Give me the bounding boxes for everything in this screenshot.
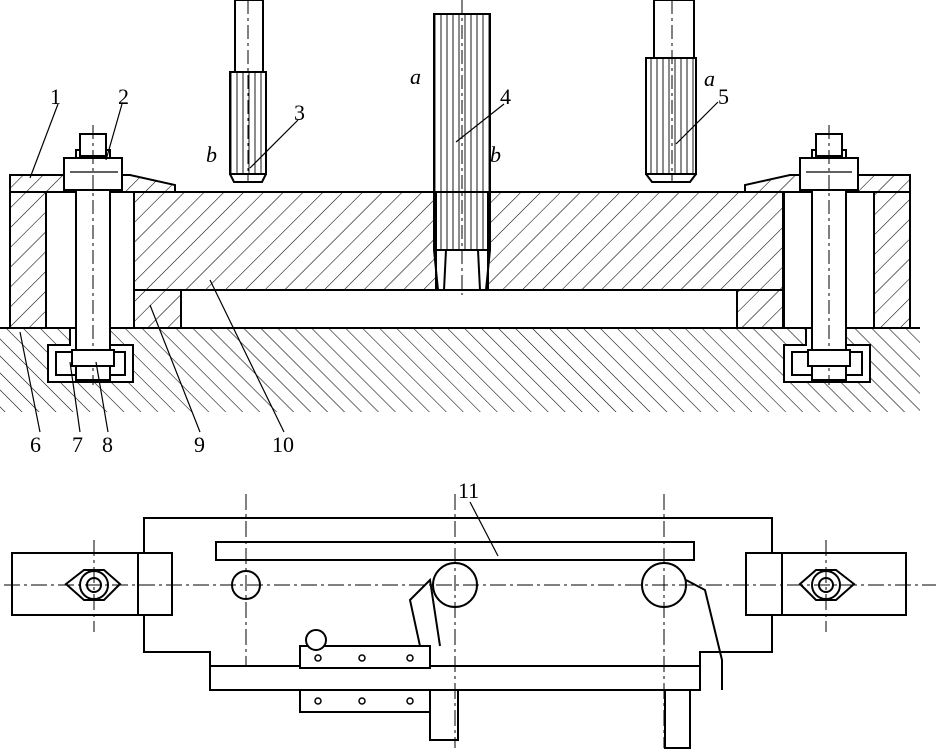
label-11: 11: [458, 478, 479, 503]
label-a-mid: a: [410, 64, 421, 89]
label-8: 8: [102, 432, 113, 457]
plan-view: [4, 494, 936, 749]
support-9: [132, 289, 784, 329]
machine-table-section: [0, 327, 920, 412]
label-4: 4: [500, 84, 511, 109]
guide-pin-3: [229, 0, 267, 183]
leader-lines-top: [19, 101, 719, 433]
side-block-6-left: [9, 191, 135, 329]
label-b-mid: b: [490, 142, 501, 167]
label-3: 3: [294, 100, 305, 125]
label-a-right: a: [704, 66, 715, 91]
label-5: 5: [718, 84, 729, 109]
label-10: 10: [272, 432, 294, 457]
center-pin-4: [433, 0, 491, 295]
label-6: 6: [30, 432, 41, 457]
label-9: 9: [194, 432, 205, 457]
label-1: 1: [50, 84, 61, 109]
bolt-right: [799, 125, 859, 385]
label-b-left: b: [206, 142, 217, 167]
label-7: 7: [72, 432, 83, 457]
label-2: 2: [118, 84, 129, 109]
bolt-left: [63, 125, 123, 385]
guide-pin-5: [645, 0, 697, 183]
